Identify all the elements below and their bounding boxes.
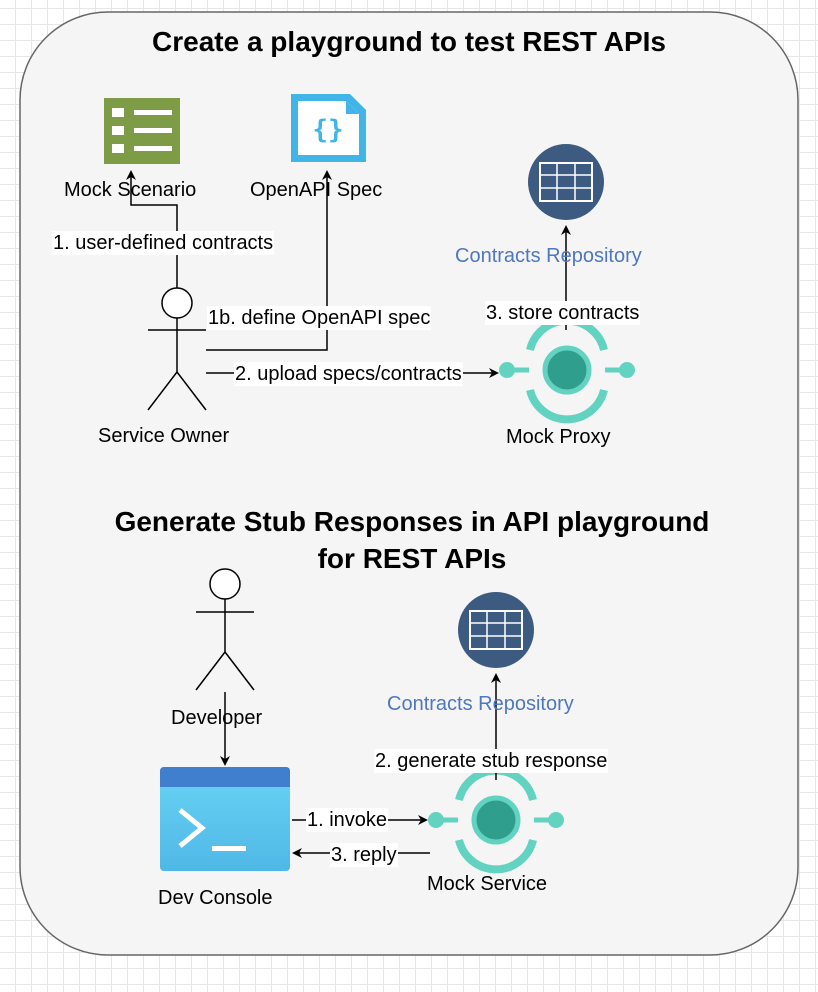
bottom-section-title-line1: Generate Stub Responses in API playgroun… [114, 506, 710, 537]
contracts-repository-bottom-icon[interactable] [458, 592, 534, 668]
dev-console-icon[interactable] [160, 767, 290, 871]
contracts-repository-bottom-label: Contracts Repository [387, 693, 574, 715]
contracts-repository-top-label: Contracts Repository [455, 245, 642, 267]
edge-label-define-openapi-spec: 1b. define OpenAPI spec [207, 306, 432, 330]
openapi-spec-label: OpenAPI Spec [250, 179, 383, 201]
mock-scenario-icon[interactable] [104, 98, 180, 164]
edge-label-reply: 3. reply [330, 843, 398, 867]
edge-label-generate-stub: 2. generate stub response [374, 749, 609, 773]
edge-label-upload-specs: 2. upload specs/contracts [234, 362, 463, 386]
top-section-title: Create a playground to test REST APIs [152, 26, 666, 57]
mock-service-label: Mock Service [427, 873, 548, 895]
developer-label: Developer [171, 707, 263, 729]
contracts-repository-top-icon[interactable] [528, 144, 604, 220]
openapi-spec-icon[interactable]: {} [291, 94, 366, 162]
edge-label-invoke: 1. invoke [306, 808, 389, 832]
developer-actor[interactable] [195, 568, 255, 691]
dev-console-label: Dev Console [158, 887, 273, 909]
mock-scenario-label: Mock Scenario [64, 179, 197, 201]
service-owner-label: Service Owner [98, 425, 230, 447]
bottom-section-title-line2: for REST APIs [317, 543, 507, 574]
mock-proxy-label: Mock Proxy [506, 426, 611, 448]
svg-text:{}: {} [312, 115, 343, 145]
edge-label-user-defined-contracts: 1. user-defined contracts [52, 231, 275, 255]
service-owner-actor[interactable] [147, 287, 207, 411]
edge-label-store-contracts: 3. store contracts [485, 301, 641, 325]
edge-define-openapi-spec [206, 170, 332, 351]
